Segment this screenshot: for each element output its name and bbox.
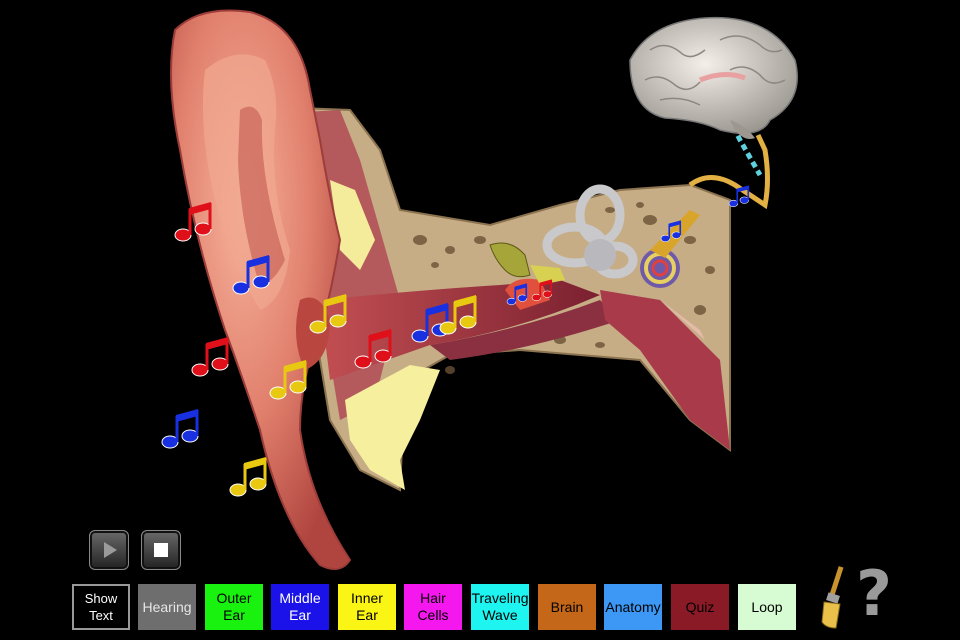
loop-button[interactable]: Loop [738, 584, 796, 630]
middle-ear-label: Middle Ear [279, 590, 321, 623]
music-notes [161, 185, 750, 497]
music-note-icon [269, 360, 307, 400]
cochlea [640, 248, 680, 288]
hair-cells-label: Hair Cells [417, 590, 449, 623]
outer-ear-label: Outer Ear [216, 590, 252, 623]
play-button[interactable] [89, 530, 129, 570]
outer-ear-button[interactable]: Outer Ear [205, 584, 263, 630]
hearing-button[interactable]: Hearing [138, 584, 196, 630]
paintbrush-icon[interactable] [818, 562, 854, 632]
help-button[interactable]: ? [856, 558, 902, 630]
inner-ear-label: Inner Ear [351, 590, 383, 623]
music-note-icon [660, 220, 682, 243]
brain-illustration [629, 16, 798, 139]
music-note-icon [191, 337, 229, 377]
music-note-icon [174, 202, 212, 242]
brain-label: Brain [550, 598, 584, 615]
brain-button[interactable]: Brain [538, 584, 596, 630]
inner-ear-button[interactable]: Inner Ear [338, 584, 396, 630]
show-text-button[interactable]: Show Text [72, 584, 130, 630]
play-icon [104, 542, 117, 558]
music-note-icon [531, 279, 553, 302]
question-mark-icon: ? [856, 557, 892, 630]
anatomy-label: Anatomy [605, 598, 661, 615]
ear-anatomy-illustration [161, 9, 798, 570]
quiz-button[interactable]: Quiz [671, 584, 729, 630]
quiz-label: Quiz [685, 598, 715, 615]
show-text-label: Show Text [84, 591, 118, 623]
stop-button[interactable] [141, 530, 181, 570]
music-note-icon [309, 294, 347, 334]
eustachian-tube [600, 290, 730, 450]
music-note-icon [232, 255, 270, 295]
music-note-icon [161, 409, 199, 449]
music-note-icon [354, 329, 392, 369]
traveling-wave-label: Traveling Wave [471, 590, 529, 623]
music-note-icon [506, 283, 528, 306]
hair-cells-button[interactable]: Hair Cells [404, 584, 462, 630]
stop-icon [154, 543, 168, 557]
loop-label: Loop [751, 598, 783, 615]
middle-ear-button[interactable]: Middle Ear [271, 584, 329, 630]
traveling-wave-button[interactable]: Traveling Wave [471, 584, 529, 630]
music-note-icon [728, 185, 750, 208]
malleus [489, 242, 531, 278]
music-note-icon [229, 457, 267, 497]
anatomy-button[interactable]: Anatomy [604, 584, 662, 630]
music-note-icon [439, 295, 477, 335]
music-note-icon [411, 303, 449, 343]
incus [530, 265, 565, 285]
hearing-label: Hearing [142, 598, 192, 615]
